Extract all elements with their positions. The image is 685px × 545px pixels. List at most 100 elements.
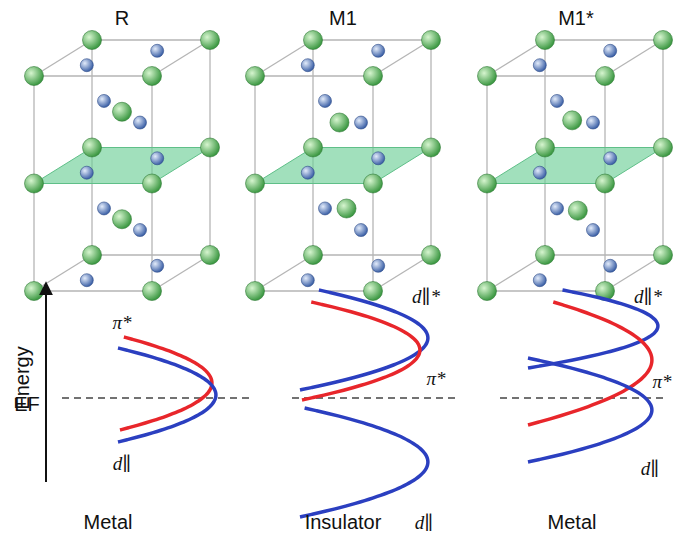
oxygen-atom bbox=[319, 94, 332, 107]
cell-edge bbox=[255, 290, 373, 291]
state-label: Insulator bbox=[305, 512, 382, 532]
phase-title: M1 bbox=[329, 8, 357, 28]
vanadium-atom bbox=[246, 282, 265, 301]
vanadium-atom bbox=[113, 102, 132, 121]
vanadium-atom bbox=[654, 31, 673, 50]
oxygen-atom bbox=[372, 44, 385, 57]
vanadium-atom bbox=[246, 67, 265, 86]
oxygen-atom bbox=[301, 166, 314, 179]
band-label: π* bbox=[426, 369, 445, 388]
oxygen-atom bbox=[134, 224, 147, 237]
d-band bbox=[118, 348, 216, 442]
oxygen-atom bbox=[372, 259, 385, 272]
vanadium-atom bbox=[536, 31, 555, 50]
vanadium-atom bbox=[304, 31, 323, 50]
rutile-cell bbox=[25, 31, 220, 301]
vanadium-atom bbox=[83, 31, 102, 50]
vanadium-atom bbox=[201, 138, 220, 157]
phase-title: R bbox=[115, 8, 129, 28]
vanadium-atom bbox=[364, 67, 383, 86]
band-label: π* bbox=[112, 313, 131, 332]
vanadium-atom bbox=[330, 113, 349, 132]
vanadium-atom bbox=[596, 67, 615, 86]
d-band bbox=[300, 408, 428, 517]
cell-edge bbox=[92, 254, 210, 255]
oxygen-atom bbox=[355, 224, 368, 237]
oxygen-atom bbox=[551, 202, 564, 215]
cell-edge bbox=[545, 39, 663, 40]
oxygen-atom bbox=[151, 259, 164, 272]
vanadium-atom bbox=[113, 210, 132, 229]
vanadium-atom bbox=[201, 31, 220, 50]
energy-axis bbox=[45, 284, 47, 482]
band-label: d∥* bbox=[412, 287, 440, 306]
oxygen-atom bbox=[372, 152, 385, 165]
basal-plane bbox=[255, 148, 431, 184]
oxygen-atom bbox=[80, 166, 93, 179]
fermi-label: EF bbox=[14, 394, 40, 414]
oxygen-atom bbox=[604, 44, 617, 57]
basal-plane bbox=[487, 148, 663, 184]
vanadium-atom bbox=[25, 174, 44, 193]
fermi-level bbox=[62, 397, 250, 399]
d-band bbox=[528, 358, 652, 462]
oxygen-atom bbox=[98, 94, 111, 107]
vanadium-atom bbox=[337, 199, 356, 218]
oxygen-atom bbox=[355, 116, 368, 129]
vanadium-atom bbox=[654, 138, 673, 157]
vanadium-atom bbox=[304, 246, 323, 265]
vanadium-atom bbox=[536, 138, 555, 157]
vanadium-atom bbox=[201, 246, 220, 265]
oxygen-atom bbox=[151, 44, 164, 57]
vanadium-atom bbox=[25, 67, 44, 86]
vanadium-atom bbox=[246, 174, 265, 193]
cell-edge bbox=[313, 39, 431, 40]
vanadium-atom bbox=[536, 246, 555, 265]
vanadium-atom bbox=[563, 111, 582, 130]
band-label: π* bbox=[652, 372, 671, 391]
vanadium-atom bbox=[364, 282, 383, 301]
state-label: Metal bbox=[84, 512, 133, 532]
pi-band bbox=[302, 302, 420, 400]
vanadium-atom bbox=[143, 282, 162, 301]
vanadium-atom bbox=[83, 138, 102, 157]
vanadium-atom bbox=[422, 31, 441, 50]
phase-title: M1* bbox=[558, 8, 594, 28]
vanadium-atom bbox=[478, 67, 497, 86]
oxygen-atom bbox=[551, 94, 564, 107]
basal-plane bbox=[34, 148, 210, 184]
oxygen-atom bbox=[587, 224, 600, 237]
oxygen-atom bbox=[533, 274, 546, 287]
oxygen-atom bbox=[134, 116, 147, 129]
oxygen-atom bbox=[80, 274, 93, 287]
band-label: d∥ bbox=[641, 459, 659, 478]
band-label: d∥ bbox=[415, 513, 433, 532]
oxygen-atom bbox=[80, 59, 93, 72]
fermi-level bbox=[500, 397, 665, 399]
vanadium-atom bbox=[596, 174, 615, 193]
cell-edge bbox=[255, 75, 373, 76]
oxygen-atom bbox=[533, 59, 546, 72]
oxygen-atom bbox=[319, 202, 332, 215]
oxygen-atom bbox=[604, 259, 617, 272]
vanadium-atom bbox=[478, 282, 497, 301]
vanadium-atom bbox=[568, 201, 587, 220]
oxygen-atom bbox=[587, 116, 600, 129]
vanadium-atom bbox=[654, 246, 673, 265]
vanadium-atom bbox=[143, 174, 162, 193]
state-label: Metal bbox=[548, 512, 597, 532]
cell-edge bbox=[34, 290, 152, 291]
oxygen-atom bbox=[533, 166, 546, 179]
oxygen-atom bbox=[301, 59, 314, 72]
vanadium-atom bbox=[422, 246, 441, 265]
oxygen-atom bbox=[151, 152, 164, 165]
cell-edge bbox=[313, 254, 431, 255]
vanadium-atom bbox=[422, 138, 441, 157]
vanadium-atom bbox=[478, 174, 497, 193]
vanadium-atom bbox=[304, 138, 323, 157]
cell-edge bbox=[487, 290, 605, 291]
band-label: d∥ bbox=[113, 454, 131, 473]
vanadium-atom bbox=[143, 67, 162, 86]
m1-cell bbox=[246, 31, 441, 301]
